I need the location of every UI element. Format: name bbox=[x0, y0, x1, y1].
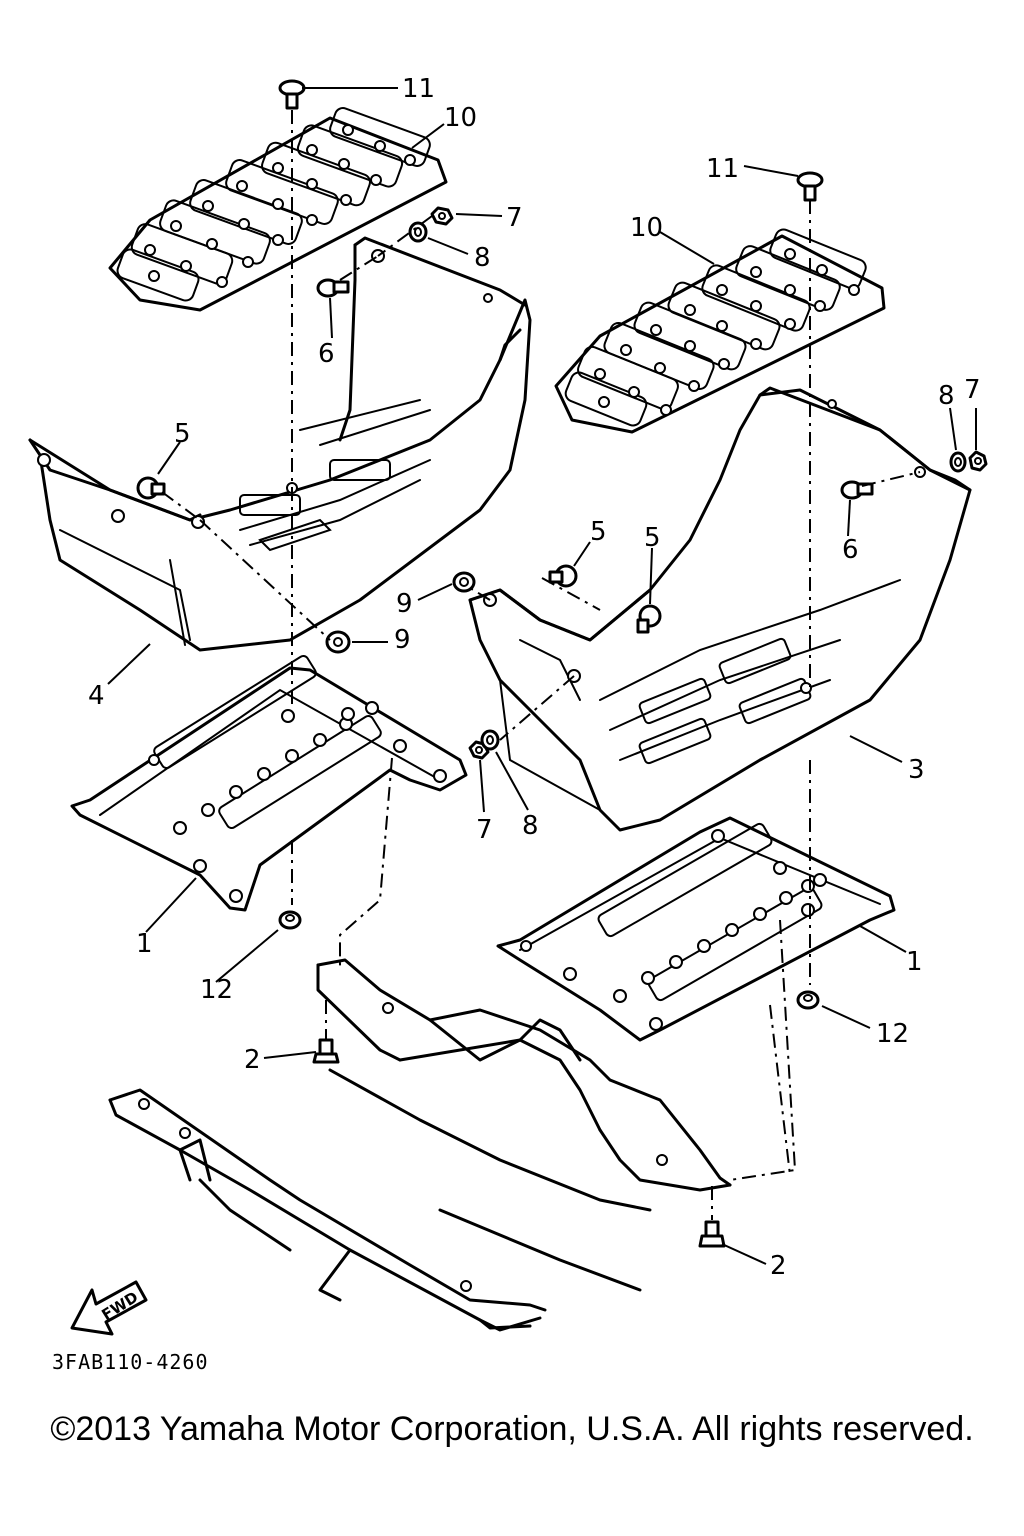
bolt-2-top bbox=[312, 1038, 340, 1064]
callout-5-right: 5 bbox=[644, 523, 661, 553]
bolt-6-left bbox=[316, 278, 350, 298]
callout-12-right: 12 bbox=[876, 1019, 909, 1049]
washer-8-left bbox=[408, 221, 428, 243]
collar-9-upper bbox=[452, 571, 476, 593]
copyright-notice: ©2013 Yamaha Motor Corporation, U.S.A. A… bbox=[50, 1410, 974, 1448]
washer-8-mid bbox=[480, 729, 500, 751]
callout-2-bottom: 2 bbox=[770, 1251, 787, 1281]
callout-5-left: 5 bbox=[174, 419, 191, 449]
nut-12-left bbox=[278, 910, 302, 930]
callout-9-upper: 9 bbox=[396, 589, 413, 619]
grommet-5-left bbox=[136, 476, 166, 500]
callout-11-left: 11 bbox=[402, 74, 435, 104]
callout-8-left: 8 bbox=[474, 243, 491, 273]
callout-6-right: 6 bbox=[842, 535, 859, 565]
callout-5-mid: 5 bbox=[590, 517, 607, 547]
callout-10-left: 10 bbox=[444, 103, 477, 133]
nut-7-right bbox=[968, 450, 988, 472]
bolt-2-bottom bbox=[698, 1220, 726, 1248]
callout-4: 4 bbox=[88, 681, 105, 711]
callout-8-right: 8 bbox=[938, 381, 955, 411]
callout-10-right: 10 bbox=[630, 213, 663, 243]
assembly-lines bbox=[161, 110, 921, 1220]
forward-arrow-icon: FWD bbox=[70, 1280, 148, 1336]
screw-11-left bbox=[278, 79, 306, 110]
left-bracket-plate bbox=[70, 655, 468, 912]
right-mud-guard bbox=[468, 386, 972, 832]
diagram-code: 3FAB110-4260 bbox=[52, 1350, 209, 1374]
washer-8-right bbox=[949, 451, 967, 473]
callout-11-right: 11 bbox=[706, 154, 739, 184]
callout-7-right: 7 bbox=[964, 375, 981, 405]
fasteners bbox=[136, 79, 988, 1248]
callout-6-left: 6 bbox=[318, 339, 335, 369]
frame-section bbox=[108, 958, 732, 1332]
callout-8-mid: 8 bbox=[522, 811, 539, 841]
grommet-5-right bbox=[636, 604, 662, 634]
grommet-5-mid bbox=[548, 564, 578, 588]
collar-9-lower bbox=[325, 630, 351, 654]
leader-lines bbox=[107, 87, 977, 1265]
right-bracket-plate bbox=[496, 816, 896, 1042]
nut-7-left bbox=[430, 206, 454, 226]
callout-3: 3 bbox=[908, 755, 925, 785]
callout-1-right: 1 bbox=[906, 947, 923, 977]
right-footrest-board bbox=[554, 228, 886, 434]
nut-12-right bbox=[796, 990, 820, 1010]
callouts: 11 10 11 10 7 8 6 5 8 7 6 5 5 9 9 4 3 7 … bbox=[88, 74, 981, 1281]
bolt-6-right bbox=[840, 480, 874, 500]
left-footrest-board bbox=[108, 107, 448, 312]
callout-7-mid: 7 bbox=[476, 815, 493, 845]
callout-12-left: 12 bbox=[200, 975, 233, 1005]
screw-11-right bbox=[796, 171, 824, 202]
callout-2-top: 2 bbox=[244, 1045, 261, 1075]
callout-9-lower: 9 bbox=[394, 625, 411, 655]
callout-1-left: 1 bbox=[136, 929, 153, 959]
callout-7-left: 7 bbox=[506, 203, 523, 233]
